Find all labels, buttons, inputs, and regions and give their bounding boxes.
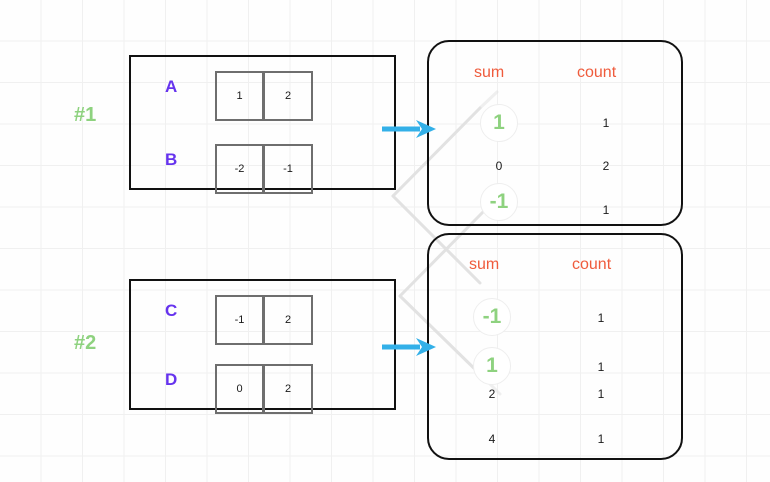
row-cells-c: -1 2 bbox=[215, 295, 313, 345]
cell-d-0: 0 bbox=[215, 364, 264, 414]
row-label-a: A bbox=[165, 77, 178, 96]
group-tag-2: #2 bbox=[74, 332, 97, 354]
result-1-header-sum: sum bbox=[474, 64, 505, 81]
result-2-sum-1: 1 bbox=[473, 347, 511, 385]
arrow-to-result-1-icon bbox=[382, 120, 436, 138]
group-tag-1: #1 bbox=[74, 104, 97, 126]
result-2-sum-3: 4 bbox=[488, 432, 496, 446]
row-cells-a: 1 2 bbox=[215, 71, 313, 121]
row-label-c: C bbox=[165, 301, 178, 320]
result-2-count-2: 1 bbox=[597, 387, 605, 401]
result-2-sum-0: -1 bbox=[473, 298, 511, 336]
result-1-sum-0: 1 bbox=[480, 104, 518, 142]
result-2-count-1: 1 bbox=[597, 360, 605, 374]
arrow-to-result-2-icon bbox=[382, 338, 436, 356]
cell-b-0: -2 bbox=[215, 144, 264, 194]
result-1-count-1: 2 bbox=[602, 159, 610, 173]
result-panel-1: sum count 1 1 0 2 -1 1 bbox=[427, 40, 683, 226]
result-2-count-0: 1 bbox=[597, 311, 605, 325]
result-1-count-2: 1 bbox=[602, 203, 610, 217]
result-2-header-sum: sum bbox=[469, 256, 500, 273]
input-box-2: C -1 2 D 0 2 bbox=[129, 279, 396, 414]
result-panel-2: sum count -1 1 1 1 2 1 4 1 bbox=[427, 233, 683, 460]
result-1-count-0: 1 bbox=[602, 116, 610, 130]
cell-d-1: 2 bbox=[264, 364, 313, 414]
result-1-header-count: count bbox=[577, 64, 617, 81]
cell-c-0: -1 bbox=[215, 295, 264, 345]
result-2-count-3: 1 bbox=[597, 432, 605, 446]
result-1-sum-1: 0 bbox=[495, 159, 503, 173]
row-label-b: B bbox=[165, 150, 178, 169]
result-2-sum-2: 2 bbox=[488, 387, 496, 401]
row-cells-b: -2 -1 bbox=[215, 144, 313, 194]
cell-b-1: -1 bbox=[264, 144, 313, 194]
cell-a-0: 1 bbox=[215, 71, 264, 121]
result-1-sum-2: -1 bbox=[480, 183, 518, 221]
row-cells-d: 0 2 bbox=[215, 364, 313, 414]
cell-a-1: 2 bbox=[264, 71, 313, 121]
input-box-1: A 1 2 B -2 -1 bbox=[129, 55, 396, 194]
result-2-header-count: count bbox=[572, 256, 612, 273]
cell-c-1: 2 bbox=[264, 295, 313, 345]
row-label-d: D bbox=[165, 370, 178, 389]
